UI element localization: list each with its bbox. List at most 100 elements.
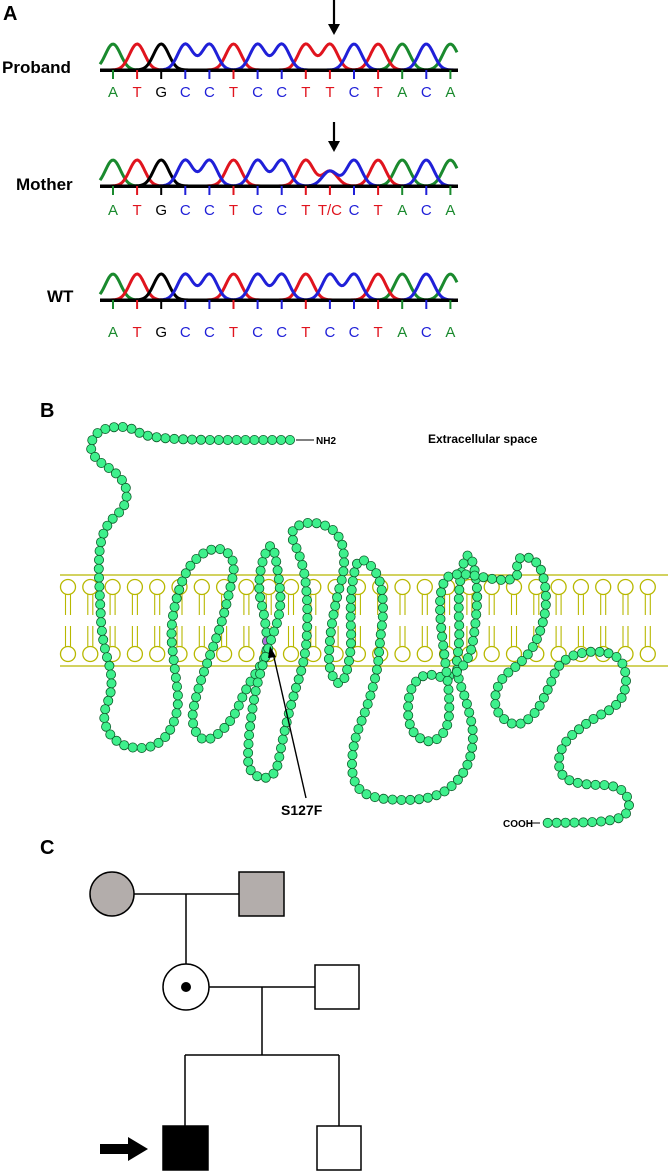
amino-acid-residue	[465, 751, 476, 762]
amino-acid-residue	[515, 553, 526, 564]
amino-acid-residue	[327, 525, 338, 536]
amino-acid-residue	[426, 669, 437, 680]
amino-acid-residue	[287, 526, 298, 537]
amino-acid-residue	[153, 737, 164, 748]
amino-acid-residue	[594, 646, 605, 657]
amino-acid-residue	[348, 741, 359, 752]
amino-acid-residue	[438, 640, 449, 651]
amino-acid-residue	[581, 779, 592, 790]
base-call: A	[397, 84, 407, 101]
amino-acid-residue	[98, 528, 109, 539]
amino-acid-residue	[506, 718, 517, 729]
amino-acid-residue	[349, 567, 360, 578]
amino-acid-residue	[596, 709, 607, 720]
amino-acid-residue	[435, 613, 446, 624]
amino-acid-residue	[326, 618, 337, 629]
lipid-head	[483, 645, 500, 663]
amino-acid-residue	[503, 667, 514, 678]
amino-acid-residue	[299, 648, 310, 659]
base-call: T	[325, 84, 334, 101]
amino-acid-residue	[202, 658, 213, 669]
lipid-head	[104, 578, 121, 596]
amino-acid-residue	[577, 648, 588, 659]
amino-acid-residue	[248, 694, 259, 705]
amino-acid-residue	[254, 574, 265, 585]
amino-acid-residue	[458, 767, 469, 778]
amino-acid-residue	[540, 582, 551, 593]
amino-acid-residue	[212, 729, 223, 740]
amino-acid-residue	[274, 752, 285, 763]
amino-acid-residue	[275, 600, 286, 611]
amino-acid-residue	[136, 743, 147, 754]
base-call: C	[204, 202, 215, 219]
panel-b: B Extracellular space NH2 COOH S127F	[40, 400, 668, 830]
base-ticks-mother	[100, 184, 458, 195]
amino-acid-residue	[540, 590, 551, 601]
amino-acid-residue	[512, 570, 523, 581]
base-call: A	[108, 84, 118, 101]
amino-acid-residue	[444, 693, 455, 704]
amino-acid-residue	[277, 734, 288, 745]
lipid-head	[416, 578, 433, 596]
amino-acid-residue	[443, 684, 454, 695]
amino-acid-residue	[188, 718, 199, 729]
amino-acid-residue	[469, 627, 480, 638]
base-call: C	[349, 324, 360, 341]
amino-acid-residue	[472, 591, 483, 602]
amino-acid-residue	[301, 586, 312, 597]
grandmother-symbol	[89, 871, 135, 917]
amino-acid-residue	[290, 682, 301, 693]
base-call: T	[301, 202, 310, 219]
panel-c-letter: C	[40, 837, 54, 859]
amino-acid-residue	[134, 427, 145, 438]
amino-acid-residue	[145, 741, 156, 752]
amino-acid-residue	[205, 650, 216, 661]
chromatogram-trace-proband	[98, 42, 459, 72]
amino-acid-residue	[451, 666, 462, 677]
amino-acid-residue	[467, 742, 478, 753]
amino-acid-residue	[578, 817, 589, 828]
amino-acid-residue	[196, 675, 207, 686]
base-call: A	[445, 84, 455, 101]
amino-acid-residue	[90, 451, 101, 462]
lipid-head	[126, 645, 144, 663]
amino-acid-residue	[94, 554, 105, 565]
amino-acid-residue	[168, 655, 179, 666]
amino-acid-residue	[471, 609, 482, 620]
amino-acid-residue	[537, 617, 548, 628]
amino-acid-residue	[556, 744, 567, 755]
amino-acid-residue	[302, 621, 313, 632]
base-call: C	[349, 84, 360, 101]
amino-acid-residue	[354, 784, 365, 795]
base-call: T	[133, 324, 142, 341]
amino-acid-residue	[172, 699, 183, 710]
chromatogram-baseline	[100, 184, 458, 188]
amino-acid-residue	[414, 794, 425, 805]
amino-acid-residue	[535, 564, 546, 575]
mutation-arrow-mother	[328, 122, 340, 152]
amino-acid-residue	[443, 571, 454, 582]
amino-acid-residue	[490, 690, 501, 701]
amino-acid-residue	[454, 620, 465, 631]
amino-acid-residue	[103, 462, 114, 473]
amino-acid-residue	[460, 569, 471, 580]
amino-acid-residue	[345, 638, 356, 649]
amino-acid-residue	[228, 564, 239, 575]
amino-acid-residue	[95, 599, 106, 610]
amino-acid-residue	[487, 573, 498, 584]
amino-acid-residue	[499, 714, 510, 725]
amino-acid-residue	[529, 708, 540, 719]
amino-acid-residue	[330, 600, 341, 611]
sibling-symbol	[316, 1125, 362, 1171]
amino-acid-residue	[435, 596, 446, 607]
amino-acid-residue	[359, 707, 370, 718]
base-call: C	[180, 84, 191, 101]
amino-acid-residue	[437, 631, 448, 642]
amino-acid-residue	[96, 537, 107, 548]
base-call: T	[301, 84, 310, 101]
amino-acid-residue	[105, 729, 116, 740]
amino-acid-residue	[387, 794, 398, 805]
amino-acid-residue	[617, 658, 628, 669]
